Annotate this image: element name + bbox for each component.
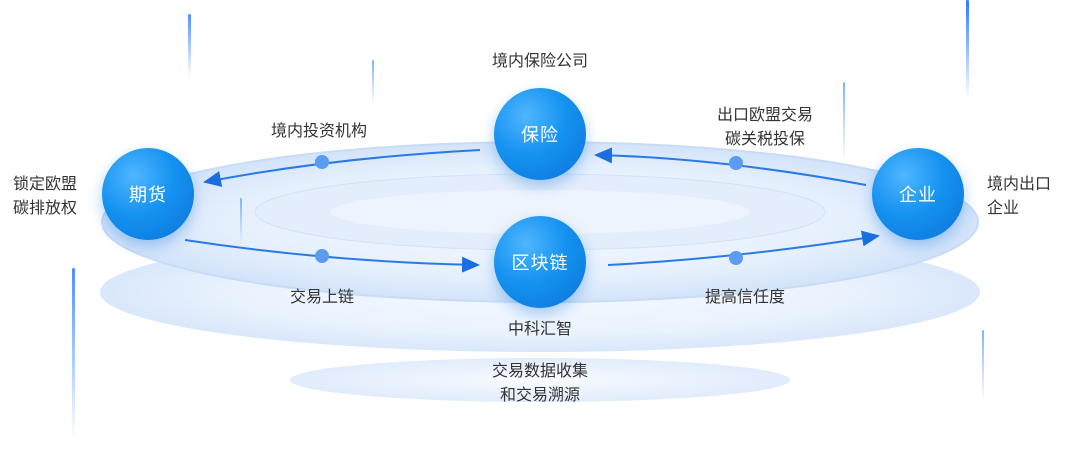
light-beam bbox=[240, 198, 242, 244]
node-futures: 期货 bbox=[102, 148, 194, 240]
light-beam bbox=[188, 14, 191, 76]
label-domestic-investor: 境内投资机构 bbox=[254, 120, 384, 142]
flow-dot-trust bbox=[729, 251, 743, 265]
label-lock-line1: 锁定欧盟 bbox=[13, 173, 77, 195]
node-enterprise: 企业 bbox=[872, 148, 964, 240]
light-beam bbox=[966, 0, 969, 98]
flow-dot-export bbox=[729, 156, 743, 170]
light-beam bbox=[72, 268, 75, 438]
label-export-insure-line2: 碳关税投保 bbox=[700, 128, 830, 150]
flow-dot-investor bbox=[315, 155, 329, 169]
label-lock-line2: 碳排放权 bbox=[13, 197, 77, 219]
light-beam bbox=[372, 60, 374, 104]
node-futures-label: 期货 bbox=[129, 181, 167, 207]
node-enterprise-label: 企业 bbox=[899, 181, 937, 207]
light-beam bbox=[843, 82, 845, 160]
label-exporter-line2: 企业 bbox=[987, 197, 1019, 219]
node-blockchain: 区块链 bbox=[494, 216, 586, 308]
flow-dot-onchain bbox=[315, 249, 329, 263]
label-provider: 中科汇智 bbox=[494, 318, 586, 340]
label-exporter-line1: 境内出口 bbox=[987, 173, 1051, 195]
label-data-line1: 交易数据收集 bbox=[470, 360, 610, 382]
node-blockchain-label: 区块链 bbox=[512, 249, 569, 275]
label-domestic-insurer: 境内保险公司 bbox=[478, 50, 602, 72]
light-beam bbox=[982, 330, 984, 402]
node-insurance: 保险 bbox=[494, 88, 586, 180]
label-export-insure-line1: 出口欧盟交易 bbox=[700, 104, 830, 126]
label-onchain: 交易上链 bbox=[270, 286, 374, 308]
label-trust: 提高信任度 bbox=[690, 286, 800, 308]
node-insurance-label: 保险 bbox=[521, 121, 559, 147]
label-data-line2: 和交易溯源 bbox=[470, 384, 610, 406]
